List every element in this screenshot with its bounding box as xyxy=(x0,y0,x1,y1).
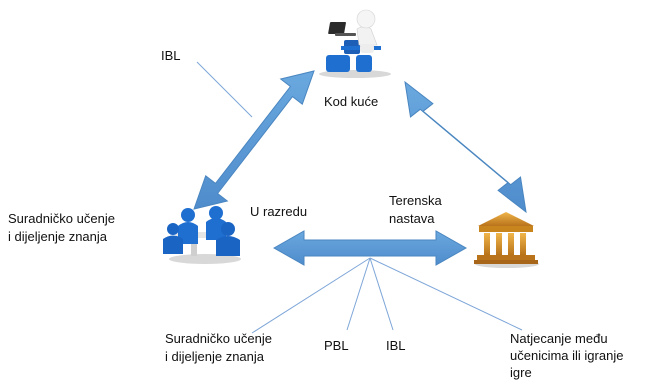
connector-collab-bottom xyxy=(251,257,371,334)
annotation-competition: Natjecanje među učenicima ili igranje ig… xyxy=(510,331,624,380)
annotation-ibl-top: IBL xyxy=(161,48,181,63)
arrow-home-field xyxy=(404,80,527,214)
node-label-home: Kod kuće xyxy=(324,94,379,109)
connector-competition xyxy=(369,257,523,331)
team-meeting-icon xyxy=(163,206,241,264)
arrow-classroom-field xyxy=(272,230,468,266)
museum-building-icon xyxy=(474,212,539,268)
annotation-collab-bottom: Suradničko učenje i dijeljenje znanja xyxy=(165,331,272,364)
person-laptop-icon xyxy=(319,9,391,78)
node-label-field: Terenska nastava xyxy=(389,193,442,226)
node-label-classroom: U razredu xyxy=(250,204,308,219)
connector-pbl xyxy=(346,257,371,331)
annotation-ibl-bottom: IBL xyxy=(386,338,406,353)
connector-ibl-bottom xyxy=(369,257,394,331)
arrow-home-classroom xyxy=(193,70,315,210)
connector-ibl-top xyxy=(196,61,253,118)
annotation-collab-left: Suradničko učenje i dijeljenje znanja xyxy=(8,211,115,244)
annotation-pbl: PBL xyxy=(324,338,349,353)
